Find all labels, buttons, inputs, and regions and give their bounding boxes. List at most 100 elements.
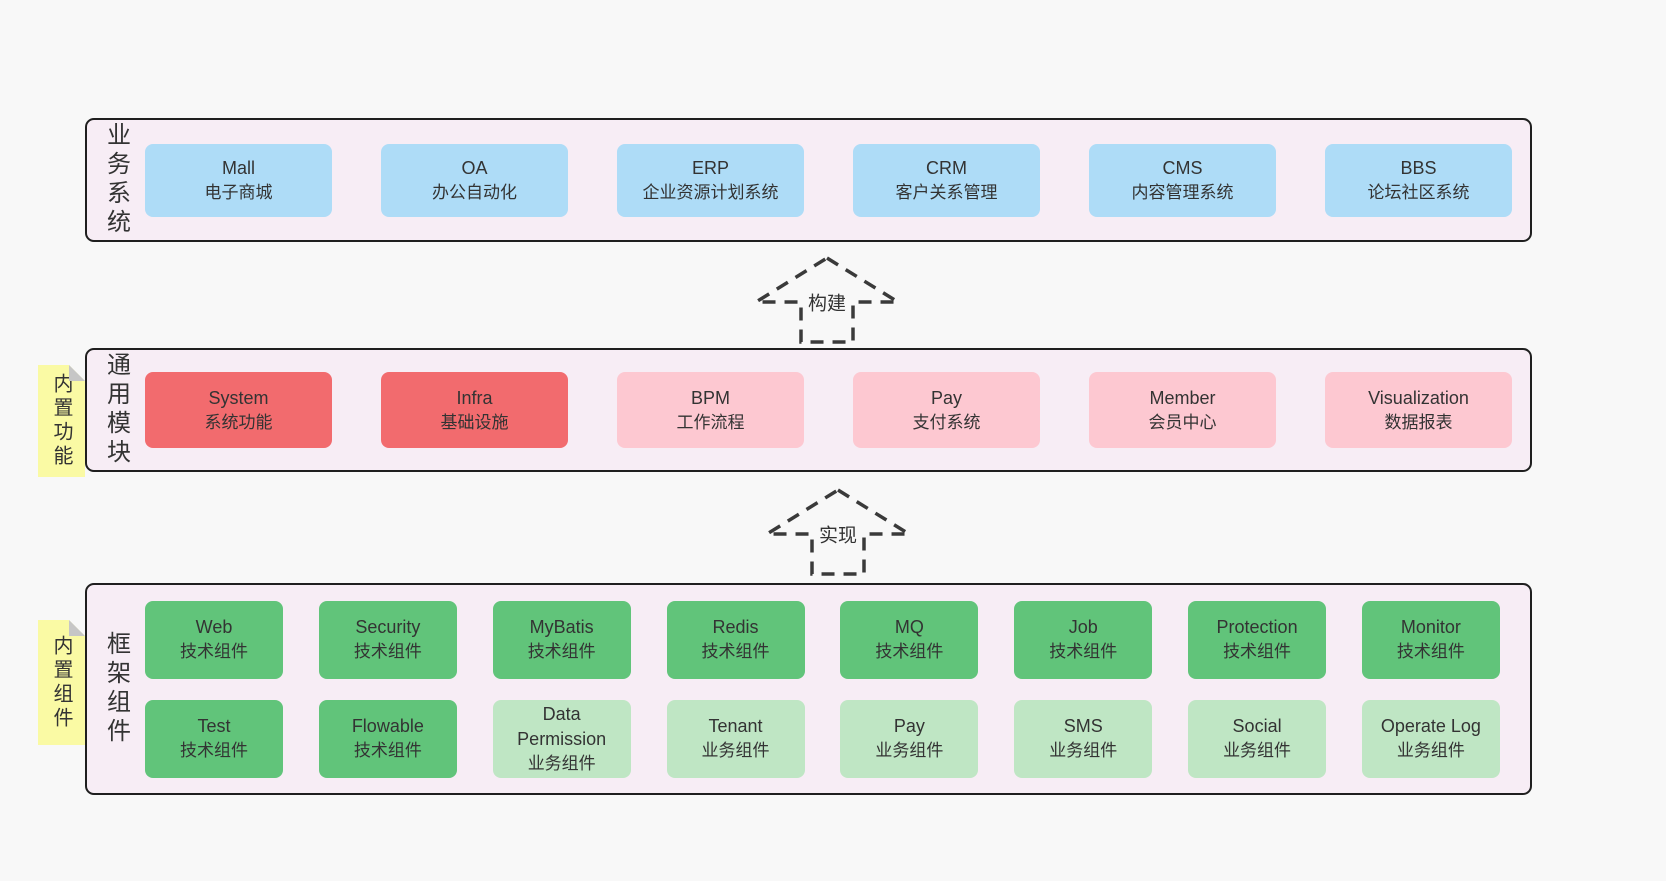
box-pay: Pay 支付系统 <box>853 372 1040 448</box>
box-title: Job <box>1068 617 1098 637</box>
box-bbs: BBS 论坛社区系统 <box>1325 143 1512 217</box>
sticky-note-label: 内置功能 <box>50 373 72 469</box>
box-title: SMS <box>1063 716 1103 736</box>
box-infra: Infra 基础设施 <box>381 372 568 448</box>
box-redis: Redis 技术组件 <box>666 600 805 679</box>
box-subtitle: 企业资源计划系统 <box>642 182 779 202</box>
box-sms: SMS 业务组件 <box>1014 699 1153 778</box>
box-subtitle: 客户关系管理 <box>895 182 998 202</box>
arrow-implement: 实现 <box>763 486 913 578</box>
box-subtitle: 工作流程 <box>676 412 745 432</box>
box-title: BPM <box>690 387 730 408</box>
layer-common-modules: 通用模块 System 系统功能 Infra 基础设施 BPM 工作流程 Pay 支付系统 Me… <box>85 348 1532 472</box>
sticky-note-builtin-functions: 内置功能 <box>38 365 85 477</box>
arrow-implement-label: 实现 <box>814 519 862 549</box>
box-title: Redis <box>712 617 759 637</box>
box-title: Flowable <box>351 716 424 736</box>
box-monitor: Monitor 技术组件 <box>1361 600 1500 679</box>
box-title: Test <box>197 716 231 736</box>
box-row: System 系统功能 Infra 基础设施 BPM 工作流程 Pay 支付系统 Member 会… <box>145 372 1512 448</box>
box-title: Protection <box>1216 617 1298 637</box>
box-subtitle: 业务组件 <box>527 753 596 773</box>
box-subtitle: 业务组件 <box>1223 741 1292 760</box>
dashed-up-arrow-icon <box>763 487 913 576</box>
box-web: Web 技术组件 <box>145 600 283 679</box>
box-subtitle: 技术组件 <box>180 741 248 760</box>
common-modules-boxes: System 系统功能 Infra 基础设施 BPM 工作流程 Pay 支付系统 Member 会… <box>145 350 1530 470</box>
box-title: CMS <box>1162 157 1203 178</box>
box-crm: CRM 客户关系管理 <box>853 143 1040 217</box>
box-erp: ERP 企业资源计划系统 <box>617 143 804 217</box>
box-subtitle: 会员中心 <box>1148 412 1217 432</box>
box-mq: MQ 技术组件 <box>840 600 979 679</box>
box-subtitle: 系统功能 <box>204 412 273 432</box>
box-subtitle: 业务组件 <box>875 741 944 760</box>
box-test: Test 技术组件 <box>145 699 283 778</box>
box-title: Data Permission <box>517 703 607 749</box>
box-title: Visualization <box>1368 387 1469 408</box>
box-title: Mall <box>221 157 255 178</box>
layer-label-framework-components: 框架组件 <box>102 631 130 747</box>
box-tenant: Tenant 业务组件 <box>666 699 805 778</box>
box-subtitle: 论坛社区系统 <box>1367 182 1470 202</box>
box-title: Infra <box>456 387 493 408</box>
box-title: Social <box>1232 716 1282 736</box>
box-title: Pay <box>893 716 925 736</box>
box-title: Member <box>1149 387 1216 408</box>
box-title: Monitor <box>1400 617 1461 637</box>
folded-corner-icon <box>69 620 85 636</box>
box-title: CRM <box>926 157 967 178</box>
box-title: Web <box>195 617 233 637</box>
box-title: Security <box>355 617 421 637</box>
box-subtitle: 业务组件 <box>701 741 770 760</box>
box-subtitle: 技术组件 <box>1049 642 1118 661</box>
box-title: System <box>208 387 269 408</box>
box-subtitle: 电子商城 <box>204 182 273 202</box>
sticky-note-label: 内置组件 <box>50 634 72 731</box>
folded-corner-icon <box>69 365 85 381</box>
box-member: Member 会员中心 <box>1089 372 1276 448</box>
box-social: Social 业务组件 <box>1188 699 1327 778</box>
box-title: Tenant <box>708 716 763 736</box>
box-title: MQ <box>894 617 924 637</box>
box-title: ERP <box>691 157 729 178</box>
dashed-up-arrow-icon <box>752 255 902 344</box>
box-subtitle: 技术组件 <box>353 741 422 760</box>
box-visualization: Visualization 数据报表 <box>1325 372 1512 448</box>
box-subtitle: 技术组件 <box>1396 642 1465 661</box>
box-pay: Pay 业务组件 <box>840 699 979 778</box>
box-subtitle: 技术组件 <box>875 642 944 661</box>
box-mall: Mall 电子商城 <box>145 143 332 217</box>
box-title: MyBatis <box>529 617 594 637</box>
box-data-permission: Data Permission 业务组件 <box>492 699 631 778</box>
box-subtitle: 办公自动化 <box>432 182 517 202</box>
box-subtitle: 数据报表 <box>1384 412 1453 432</box>
box-flowable: Flowable 技术组件 <box>318 699 457 778</box>
box-subtitle: 支付系统 <box>912 412 981 432</box>
layer-label-business-systems: 业务系统 <box>102 122 130 238</box>
box-subtitle: 业务组件 <box>1396 741 1465 760</box>
box-subtitle: 基础设施 <box>440 412 509 432</box>
box-subtitle: 技术组件 <box>180 642 248 661</box>
box-subtitle: 内容管理系统 <box>1131 182 1234 202</box>
box-title: Operate Log <box>1380 716 1481 736</box>
layer-label-common-modules: 通用模块 <box>102 352 130 468</box>
box-security: Security 技术组件 <box>318 600 457 679</box>
box-cms: CMS 内容管理系统 <box>1089 143 1276 217</box>
box-subtitle: 技术组件 <box>701 642 770 661</box>
box-subtitle: 业务组件 <box>1049 741 1118 760</box>
box-job: Job 技术组件 <box>1014 600 1153 679</box>
box-subtitle: 技术组件 <box>353 642 422 661</box>
arrow-build-label: 构建 <box>803 287 851 317</box>
box-title: BBS <box>1400 157 1437 178</box>
box-title: Pay <box>930 387 963 408</box>
